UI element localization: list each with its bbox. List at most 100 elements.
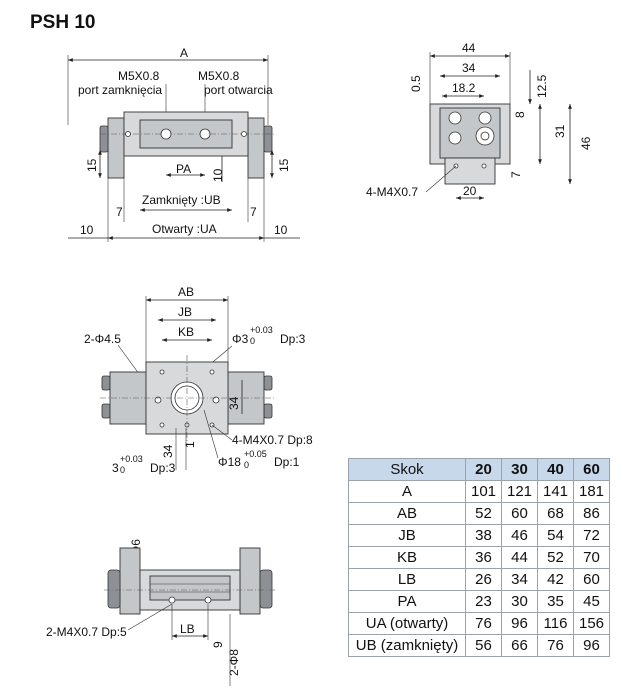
cell-value: 26 [465, 568, 502, 591]
cell-value: 96 [573, 634, 610, 657]
dim-46: 46 [579, 136, 593, 150]
table-row: LB 26 34 42 60 [348, 568, 610, 591]
cell-value: 72 [573, 524, 610, 547]
dim-1: 1 [183, 441, 197, 448]
cell-value: 96 [501, 612, 538, 635]
dim-15-left: 15 [85, 158, 99, 172]
stroke-header: 20 [465, 458, 502, 481]
cell-value: 52 [465, 502, 502, 525]
dim-kb: KB [178, 325, 194, 339]
stroke-header: 40 [537, 458, 574, 481]
row-label: UA (otwarty) [348, 612, 466, 635]
pin2-label: 3 [112, 461, 119, 475]
dim-7-left: 7 [116, 205, 123, 219]
cell-value: 101 [465, 480, 502, 503]
cell-value: 23 [465, 590, 502, 613]
dim-20: 20 [463, 184, 477, 198]
middle-view: AB JB KB 2-Φ4.5 Φ3 +0.03 0 Dp:3 34 3 [84, 285, 313, 475]
cell-value: 52 [537, 546, 574, 569]
dim-34-right: 34 [227, 396, 241, 410]
bottom-thread-label: 2-M4X0.7 Dp:5 [46, 625, 127, 639]
port-right-size: M5X0.8 [198, 69, 240, 83]
cell-value: 46 [501, 524, 538, 547]
pin2-tol-upper: +0.03 [120, 454, 143, 464]
port-right-label: port otwarcia [204, 83, 273, 97]
pin2-tol-lower: 0 [120, 465, 125, 475]
dim-pa: PA [176, 162, 191, 176]
pin-depth: Dp:3 [280, 332, 306, 346]
cell-value: 35 [537, 590, 574, 613]
row-label: UB (zamknięty) [348, 634, 466, 657]
dim-0-5: 0.5 [409, 75, 423, 92]
cell-value: 116 [537, 612, 574, 635]
page-title: PSH 10 [30, 12, 96, 33]
cell-value: 60 [573, 568, 610, 591]
pin2-depth: Dp:3 [150, 461, 176, 475]
mid-hole-label: 2-Φ4.5 [84, 332, 121, 346]
cell-value: 30 [501, 590, 538, 613]
cell-value: 45 [573, 590, 610, 613]
closed-label: Zamknięty :UB [142, 193, 221, 207]
cell-value: 34 [501, 568, 538, 591]
dim-15-right: 15 [277, 158, 291, 172]
row-label: A [348, 480, 466, 503]
row-label: AB [348, 502, 466, 525]
row-label: KB [348, 546, 466, 569]
dim-10-vertical: 10 [211, 168, 225, 182]
mid-thread-label: 4-M4X0.7 Dp:8 [232, 433, 313, 447]
cell-value: 76 [465, 612, 502, 635]
bore-tol-lower: 0 [244, 460, 249, 470]
dim-12-5: 12.5 [535, 74, 549, 98]
cell-value: 38 [465, 524, 502, 547]
table-row: JB 38 46 54 72 [348, 524, 610, 547]
row-label: LB [348, 568, 466, 591]
table-row: KB 36 44 52 70 [348, 546, 610, 569]
dim-31: 31 [553, 124, 567, 138]
port-left-size: M5X0.8 [118, 69, 160, 83]
dim-jb: JB [178, 305, 192, 319]
dim-10-left: 10 [80, 223, 94, 237]
dim-7-right: 7 [250, 205, 257, 219]
side-thread-label: 4-M4X0.7 [366, 185, 418, 199]
pin-tol-lower: 0 [250, 336, 255, 346]
cell-value: 86 [573, 502, 610, 525]
dim-8: 8 [513, 111, 527, 118]
port-left-label: port zamknięcia [78, 83, 162, 97]
side-view: 44 34 18.2 0.5 12.5 8 31 46 7 20 4-M4X0.… [366, 41, 593, 200]
dim-10-right: 10 [274, 223, 288, 237]
bottom-view: 2-Φ6 2-M4X0.7 Dp:5 LB 9 2-Φ8 [46, 539, 276, 686]
bore-label: Φ18 [218, 455, 241, 469]
cell-value: 36 [465, 546, 502, 569]
pin-label: Φ3 [232, 332, 249, 346]
cell-value: 42 [537, 568, 574, 591]
table-row: UB (zamknięty) 56 66 76 96 [348, 634, 610, 657]
table-row: PA 23 30 35 45 [348, 590, 610, 613]
cell-value: 60 [501, 502, 538, 525]
cell-value: 68 [537, 502, 574, 525]
table-row: AB 52 60 68 86 [348, 502, 610, 525]
cell-value: 76 [537, 634, 574, 657]
spec-table: Skok 20 30 40 60 A 101 121 141 181 AB 52… [348, 458, 610, 657]
dim-ab: AB [178, 285, 194, 299]
dim-34-bottom: 34 [161, 444, 175, 458]
dim-a: A [180, 46, 188, 60]
table-header-row: Skok 20 30 40 60 [348, 458, 610, 481]
cell-value: 66 [501, 634, 538, 657]
cell-value: 56 [465, 634, 502, 657]
cell-value: 121 [501, 480, 538, 503]
open-label: Otwarty :UA [152, 222, 217, 236]
cell-value: 156 [573, 612, 610, 635]
dim-18-2: 18.2 [452, 81, 476, 95]
cell-value: 54 [537, 524, 574, 547]
bore-depth: Dp:1 [274, 455, 300, 469]
dim-9: 9 [211, 641, 225, 648]
cell-value: 70 [573, 546, 610, 569]
pin-tol-upper: +0.03 [250, 325, 273, 335]
table-row: UA (otwarty) 76 96 116 156 [348, 612, 610, 635]
header-label: Skok [348, 458, 466, 481]
cell-value: 181 [573, 480, 610, 503]
cell-value: 141 [537, 480, 574, 503]
dim-44: 44 [462, 41, 476, 55]
table-row: A 101 121 141 181 [348, 480, 610, 503]
dim-34: 34 [462, 61, 476, 75]
